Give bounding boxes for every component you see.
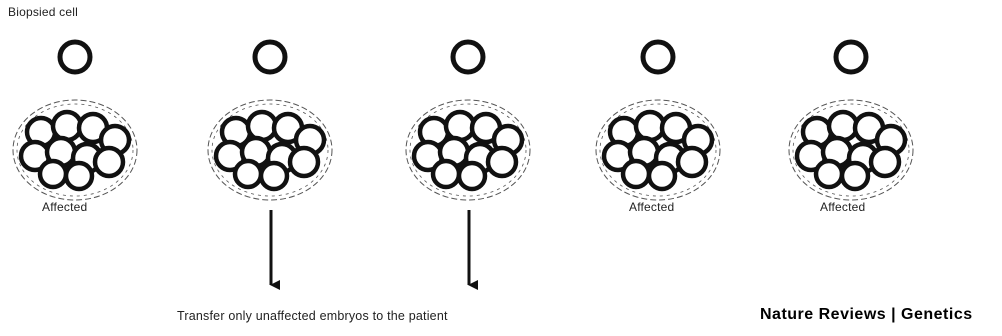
blastomere bbox=[446, 112, 474, 140]
embryo-4-status: Affected bbox=[629, 200, 674, 214]
blastomere bbox=[235, 161, 261, 187]
embryo-group bbox=[13, 42, 913, 200]
embryo-4 bbox=[596, 42, 720, 200]
blastomere bbox=[459, 163, 485, 189]
biopsied-cell-5 bbox=[836, 42, 866, 72]
biopsied-cell-1 bbox=[60, 42, 90, 72]
transfer-caption: Transfer only unaffected embryos to the … bbox=[177, 309, 448, 323]
blastomere bbox=[40, 161, 66, 187]
blastomere bbox=[636, 112, 664, 140]
blastomere bbox=[488, 148, 516, 176]
embryo-1 bbox=[13, 42, 137, 200]
embryo-2 bbox=[208, 42, 332, 200]
arrow-group bbox=[271, 210, 469, 285]
blastomere bbox=[678, 148, 706, 176]
blastomere bbox=[433, 161, 459, 187]
blastomere bbox=[623, 161, 649, 187]
blastomere bbox=[248, 112, 276, 140]
embryo-5-status: Affected bbox=[820, 200, 865, 214]
blastomere bbox=[829, 112, 857, 140]
biopsied-cell-3 bbox=[453, 42, 483, 72]
journal-credit: Nature Reviews | Genetics bbox=[760, 306, 973, 324]
blastomere bbox=[95, 148, 123, 176]
blastomere bbox=[53, 112, 81, 140]
blastomere bbox=[871, 148, 899, 176]
blastomere bbox=[261, 163, 287, 189]
blastomere bbox=[816, 161, 842, 187]
biopsied-cell-4 bbox=[643, 42, 673, 72]
biopsied-cell-2 bbox=[255, 42, 285, 72]
blastomere bbox=[290, 148, 318, 176]
blastomere bbox=[66, 163, 92, 189]
embryo-5 bbox=[789, 42, 913, 200]
biopsied-cell-label: Biopsied cell bbox=[8, 5, 78, 19]
embryo-3 bbox=[406, 42, 530, 200]
embryo-1-status: Affected bbox=[42, 200, 87, 214]
blastomere bbox=[649, 163, 675, 189]
blastomere bbox=[842, 163, 868, 189]
